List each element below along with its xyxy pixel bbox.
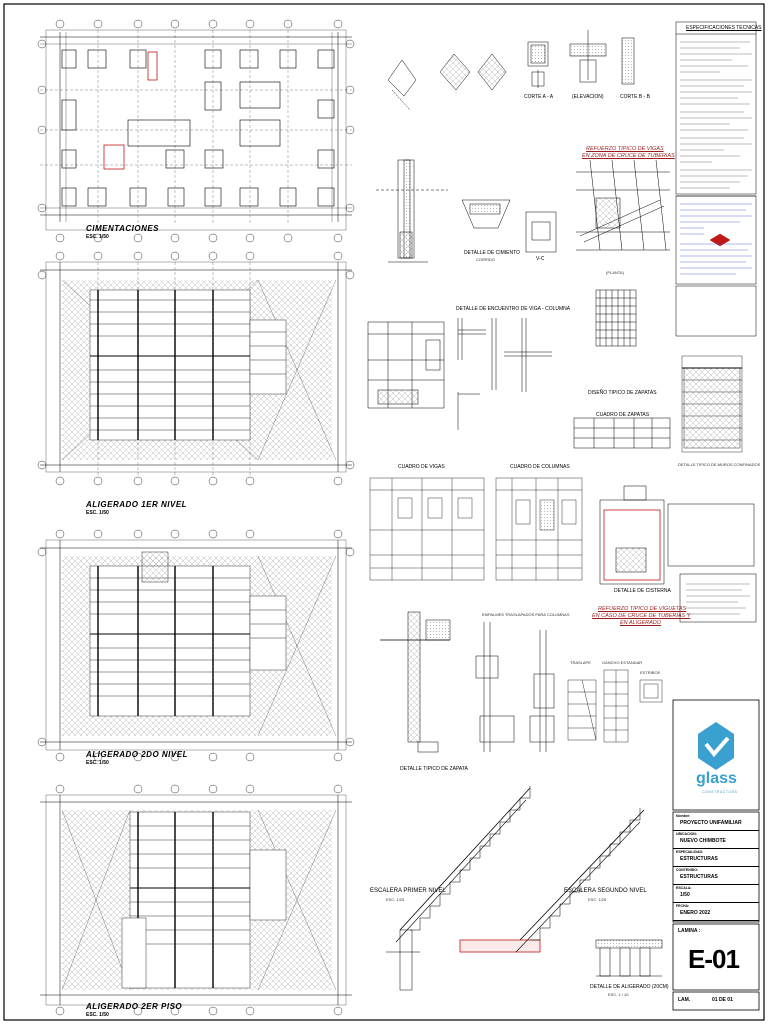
plan-title-aligerado-1: ALIGERADO 1ER NIVEL xyxy=(86,500,188,509)
specs-text-lines xyxy=(680,41,752,189)
title-block-value: ESTRUCTURAS xyxy=(680,856,718,862)
title-viguetas-2: EN CASO DE CRUCE DE TUBERIAS Y xyxy=(592,613,691,619)
title-refuerzo-vigas-sub: EN ZONA DE CRUCE DE TUBERIAS xyxy=(582,153,675,159)
plan-aligerado-3 xyxy=(40,784,352,1016)
specs-blue-notes xyxy=(680,203,752,275)
title-block-key: UBICACION: xyxy=(676,832,697,836)
label-corte-b: CORTE B - B xyxy=(620,94,650,100)
logo-text: glass xyxy=(696,770,737,787)
table-vigas xyxy=(369,477,485,581)
scale-escalera-2: ESC. 1/25 xyxy=(588,897,607,902)
title-block-value: ENERO 2022 xyxy=(680,910,711,916)
lam-count: 01 DE 01 xyxy=(712,997,733,1003)
label-planta: (PLANTA) xyxy=(606,270,624,275)
scale-escalera-1: ESC. 1/25 xyxy=(386,897,405,902)
logo-subtext: CONSTRUCTORA xyxy=(702,790,738,794)
title-cimiento-sub: CORRIDO xyxy=(476,257,495,262)
plan-title-aligerado-2: ALIGERADO 2DO NIVEL xyxy=(86,750,188,759)
title-block-key: FECHA: xyxy=(676,904,690,908)
specs-box xyxy=(675,21,757,337)
title-cimiento: DETALLE DE CIMIENTO xyxy=(464,250,520,256)
detail-refuerzo-vigas xyxy=(576,159,670,251)
title-cuadro-vigas: CUADRO DE VIGAS xyxy=(398,464,445,470)
lamina-key: LAMINA : xyxy=(678,928,701,934)
title-encuentro: DETALLE DE ENCUENTRO DE VIGA - COLUMNA xyxy=(456,306,571,312)
label-vc: V-C xyxy=(536,256,545,262)
plan-title-aligerado-3: ALIGERADO 2ER PISO xyxy=(86,1002,183,1011)
table-columnas xyxy=(495,477,583,581)
plan-scale-aligerado-1: ESC. 1/50 xyxy=(86,510,109,516)
title-block-key: ESCALA: xyxy=(676,886,692,890)
label-elevacion: (ELEVACION) xyxy=(572,94,604,100)
title-cisterna: DETALLE DE CISTERNA xyxy=(614,588,671,594)
title-traslape: TRASLAPE xyxy=(570,660,591,665)
notes-box-lower xyxy=(686,583,750,615)
title-zapata: DETALLE TIPICO DE ZAPATA xyxy=(400,766,468,772)
title-block-frame xyxy=(672,699,760,1011)
title-block-divider xyxy=(673,902,759,903)
lamina-number: E-01 xyxy=(688,944,740,974)
plan-aligerado-2 xyxy=(37,529,355,762)
title-block-value: PROYECTO UNIFAMILIAR xyxy=(680,820,742,826)
lam-label: LAM. xyxy=(678,997,691,1003)
scale-aligerado-detalle: ESC. 1 / 10 xyxy=(608,992,629,997)
title-gancho: GANCHO ESTANDAR xyxy=(602,660,643,665)
title-block-key: ESPECIALIDAD: xyxy=(676,850,704,854)
title-viguetas-3: EN ALIGERADO xyxy=(620,620,662,626)
sheet-border xyxy=(3,3,765,1021)
title-cuadro-columnas: CUADRO DE COLUMNAS xyxy=(510,464,570,470)
title-block-divider xyxy=(673,866,759,867)
title-estribos: ESTRIBOS xyxy=(640,670,661,675)
detail-escalera-2 xyxy=(515,808,645,953)
title-block-key: CONTENIDO: xyxy=(676,868,699,872)
detail-muros xyxy=(681,355,743,453)
title-block-divider xyxy=(673,830,759,831)
plan-scale-cimentaciones: ESC. 1/50 xyxy=(86,234,109,240)
title-diseno-zapatas: DISEÑO TIPICO DE ZAPATAS xyxy=(588,390,657,396)
title-aligerado-detalle: DETALLE DE ALIGERADO (20CM) xyxy=(590,984,669,990)
title-block-divider xyxy=(673,884,759,885)
detail-column-sections xyxy=(387,30,635,111)
title-viguetas: REFUERZO TIPICO DE VIGUETAS xyxy=(598,606,687,612)
title-block-value: 1/50 xyxy=(680,892,690,898)
title-block-key: Nombre: xyxy=(676,814,691,818)
plan-title-cimentaciones: CIMENTACIONES xyxy=(86,224,160,233)
plan-cimentaciones xyxy=(37,19,355,243)
plan-scale-aligerado-3: ESC. 1/50 xyxy=(86,1012,109,1018)
title-muros: DETALLE TIPICO DE MUROS CONFINADOS xyxy=(678,462,761,467)
detail-escalera-1 xyxy=(386,786,541,991)
detail-viguetas xyxy=(380,611,555,753)
title-empalmes: EMPALMES TRASLAPADOS PARA COLUMNAS xyxy=(482,612,570,617)
title-escalera-2: ESCALERA SEGUNDO NIVEL xyxy=(564,888,647,894)
tables-traslape xyxy=(567,669,663,743)
title-block-value: ESTRUCTURAS xyxy=(680,874,718,880)
detail-aligerado xyxy=(595,939,663,977)
title-block-value: NUEVO CHIMBOTE xyxy=(680,838,726,844)
detail-encuentro xyxy=(367,318,552,430)
plan-scale-aligerado-2: ESC. 1/50 xyxy=(86,760,109,766)
detail-diseno-zapatas xyxy=(573,289,671,449)
title-especificaciones: ESPECIFICACIONES TECNICAS xyxy=(686,25,762,31)
detail-cimiento xyxy=(376,159,557,263)
plan-aligerado-1 xyxy=(37,251,355,486)
label-corte-a: CORTE A - A xyxy=(524,94,554,100)
title-refuerzo-vigas: REFUERZO TIPICO DE VIGAS xyxy=(586,146,664,152)
logo-icon xyxy=(698,722,734,770)
title-cuadro-zapatas: CUADRO DE ZAPATAS xyxy=(596,412,650,418)
detail-cisterna xyxy=(599,485,757,623)
title-escalera-1: ESCALERA PRIMER NIVEL xyxy=(370,888,446,894)
title-block-divider xyxy=(673,848,759,849)
title-block-divider xyxy=(673,920,759,921)
